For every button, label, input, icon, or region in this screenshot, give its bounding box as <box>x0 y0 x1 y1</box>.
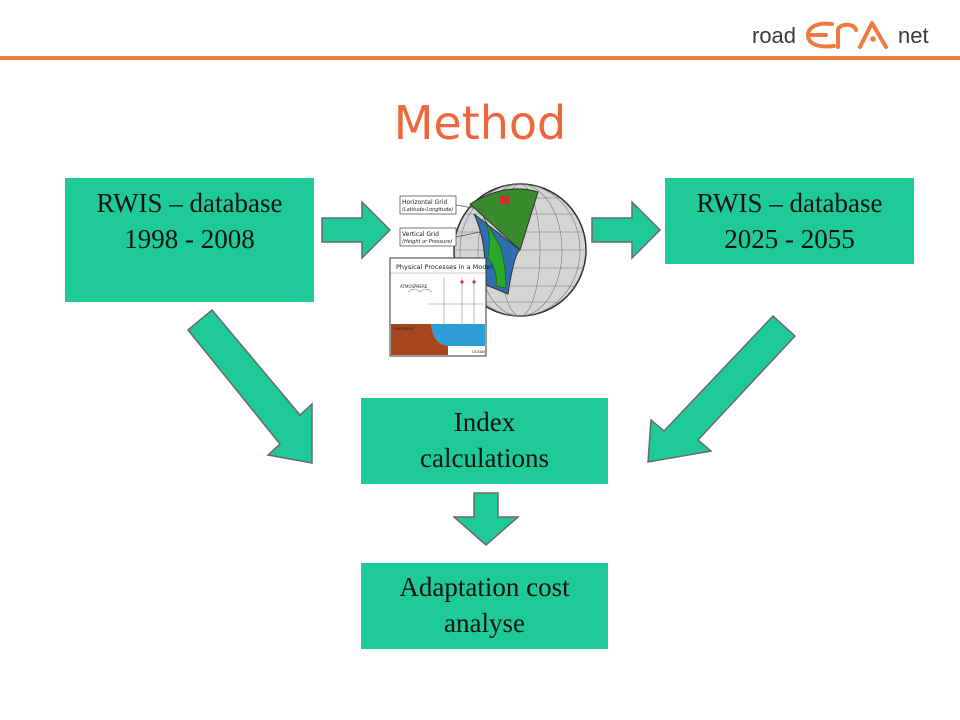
arrow-right-to-model <box>321 200 392 260</box>
label-physical-processes: Physical Processes in a Model <box>396 263 492 271</box>
label-continent: CONTINENT <box>393 327 415 331</box>
label-vertical-grid: Vertical Grid <box>402 231 439 238</box>
arrow-down-to-adaptation <box>452 492 520 546</box>
box-adaptation-line2: analyse <box>444 607 525 638</box>
arrow-diag-future-to-index <box>647 314 797 463</box>
page-title: Method <box>393 96 567 150</box>
box-index-calculations: Index calculations <box>361 398 608 484</box>
label-atmosphere: ATMOSPHERE <box>400 284 428 289</box>
roadera-logo: road net <box>752 18 942 52</box>
climate-model-graphic: Horizontal Grid (Latitude-Longitude) Ver… <box>389 183 587 357</box>
box-adaptation-cost-analyse: Adaptation cost analyse <box>361 563 608 649</box>
logo-text-net: net <box>898 23 929 48</box>
label-vertical-grid-sub: (Height or Pressure) <box>402 239 452 245</box>
logo-text-road: road <box>752 23 797 48</box>
label-ocean: OCEAN <box>472 350 485 354</box>
box-rwis-database-future: RWIS – database 2025 - 2055 <box>665 178 914 264</box>
label-horizontal-grid: Horizontal Grid <box>402 199 447 206</box>
box-rwis-future-line2: 2025 - 2055 <box>724 223 855 254</box>
box-index-line1: Index <box>453 407 516 437</box>
box-rwis-past-line2: 1998 - 2008 <box>124 223 255 254</box>
box-rwis-future-line1: RWIS – database <box>696 188 883 218</box>
arrow-diag-past-to-index <box>186 308 313 464</box>
box-rwis-database-past: RWIS – database 1998 - 2008 <box>65 178 314 302</box>
logo-era-mark <box>805 21 888 49</box>
box-rwis-past-line1: RWIS – database <box>96 188 283 218</box>
label-horizontal-grid-sub: (Latitude-Longitude) <box>402 207 453 213</box>
box-adaptation-line1: Adaptation cost <box>399 572 570 602</box>
arrow-right-to-future-db <box>591 200 662 260</box>
header-divider <box>0 56 960 60</box>
box-index-line2: calculations <box>420 442 549 473</box>
